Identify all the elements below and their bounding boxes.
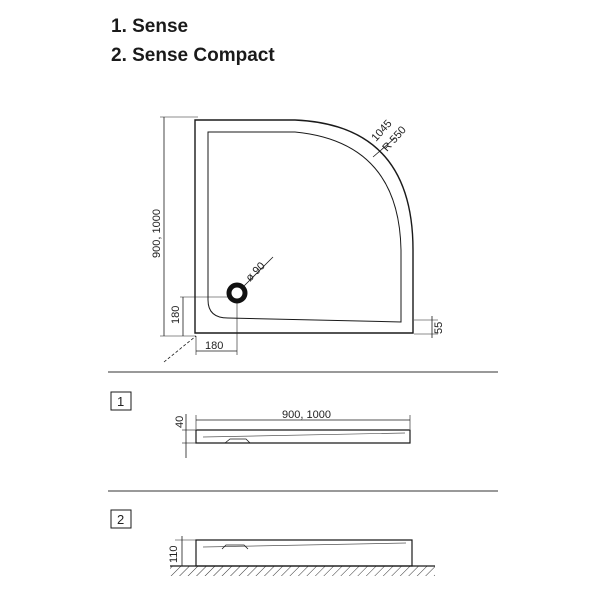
profile-1-number-box [110,391,132,411]
profile-2-number: 2 [117,512,124,527]
drain-diameter-label: ø 90 [244,260,268,284]
drain-inner [231,287,243,299]
profile-2-number-box [110,509,132,529]
drain-offset-horizontal-label: 180 [205,340,223,352]
profile-2-height-label: 110 [168,545,180,563]
title-block: 1. Sense 2. Sense Compact [111,12,275,70]
plan-width-label: 900, 1000 [151,209,163,258]
tray-inner-outline [207,131,402,323]
plan-view [160,116,438,363]
profile-1-number: 1 [117,394,124,409]
profile-2: 2 [110,509,435,576]
rim-height-label: 55 [433,322,445,334]
profile-1-height-label: 40 [174,416,186,428]
tray-outer-outline [194,119,414,334]
floor-hatch [170,566,435,576]
profile-1-length-label: 900, 1000 [282,409,331,421]
profile-2-tray-shape [195,539,413,567]
profile-1: 1 [110,391,411,458]
drain-offset-vertical-label: 180 [170,306,182,324]
title-sense: 1. Sense [111,16,189,37]
profile-1-tray-shape [195,429,411,444]
title-sense-compact: 2. Sense Compact [111,45,275,66]
